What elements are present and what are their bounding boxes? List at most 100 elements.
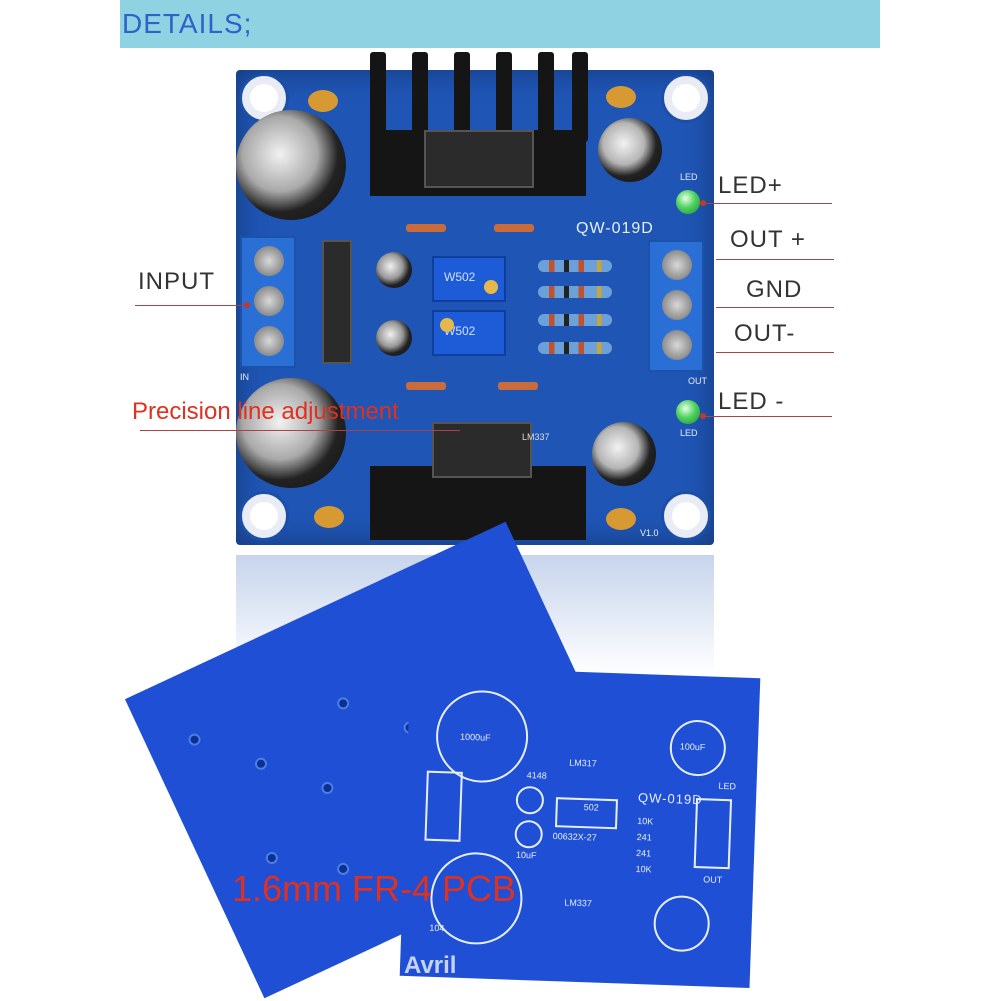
heatsink-fin [370,52,386,142]
ceramic-capacitor [606,86,636,108]
via [319,779,336,796]
led-plus-line [702,203,832,204]
reg-label: LM317 [569,757,597,769]
via [186,731,203,748]
input-annotation: INPUT [138,268,215,295]
via [263,850,280,866]
cap-label: 1000uF [459,731,491,743]
gnd-line [716,307,834,308]
input-annotation-line [135,305,247,306]
trimpot-label: W502 [444,270,476,284]
gnd-annotation: GND [746,276,803,303]
annotation-pointer [244,302,250,308]
mounting-hole [242,494,286,538]
out-silk: OUT [703,874,723,885]
regulator-label: LM337 [522,432,550,442]
trimpot: W502 [432,310,506,356]
resistor-label: 241 [636,831,652,843]
electrolytic-capacitor [598,118,662,182]
ceramic-capacitor [308,90,338,112]
terminal-screw [662,330,692,360]
precision-line [140,430,460,431]
trimpot: W502 [432,256,506,302]
terminal-screw [662,250,692,280]
diode [406,382,446,390]
out-minus-annotation: OUT- [734,320,796,347]
terminal-screw [254,326,284,356]
voltage-regulator-bottom [432,422,532,478]
page-title: DETAILS; [122,8,253,39]
resistor [538,314,612,326]
diode-label: 4148 [526,770,547,781]
cap-outline [652,894,711,953]
resistor-label: 10K [637,815,654,827]
assembled-pcb: LM337 W502 W502 LED LED QW-019D V1.0 IN … [236,52,714,545]
out-plus-annotation: OUT + [730,226,806,253]
header-banner [120,0,880,48]
small-capacitor [376,320,412,356]
resistor-label: 10K [635,863,652,875]
electrolytic-capacitor [236,378,346,488]
bare-board-model: QW-019D [637,790,703,808]
led-minus-annotation: LED - [718,388,785,415]
led-indicator-bottom [676,400,700,424]
board-model-label: QW-019D [576,220,654,237]
heatsink-bottom [370,466,586,540]
bare-pcb-front: 1000uF 100uF LM317 LM337 4148 10K 241 24… [399,665,761,989]
regulator-side [322,240,352,364]
electrolytic-capacitor [236,110,346,220]
output-terminal-block [648,240,704,372]
board-version: V1.0 [640,528,659,538]
led-minus-line [702,416,832,417]
watermark: Avril [404,952,457,979]
terminal-screw [662,290,692,320]
led-label: LED [680,172,698,182]
cap-104-label: 104 [429,922,445,934]
resistor-label: 241 [635,847,652,859]
silk-out-label: OUT [688,376,707,386]
cap-outline [514,819,544,849]
ceramic-capacitor [606,508,636,530]
via [252,755,269,772]
heatsink-fin [412,52,428,142]
led-silk: LED [718,780,737,792]
led-label: LED [680,428,698,438]
ceramic-capacitor [314,506,344,528]
resistor [538,260,612,272]
annotation-pointer [700,413,706,419]
led-indicator-top [676,190,700,214]
diode [494,224,534,232]
led-plus-annotation: LED+ [718,172,783,199]
trimpot-screw [440,318,454,332]
terminal-screw [254,246,284,276]
input-terminal-block [240,236,296,368]
mounting-hole [664,494,708,538]
resistor [538,286,612,298]
trimpot-screw [484,280,498,294]
pcb-caption: 1.6mm FR-4 PCB [232,868,517,909]
mounting-hole [664,76,708,120]
silk-in-label: IN [240,372,249,382]
reg-label: LM337 [564,897,593,909]
heatsink-fin [496,52,512,142]
heatsink-fin [538,52,554,142]
small-capacitor [376,252,412,288]
out-plus-line [716,259,834,260]
resistor [538,342,612,354]
terminal-outline [693,798,733,870]
cap-label: 100uF [679,741,706,753]
cap-outline [515,785,545,815]
trim-label: 502 [583,802,599,813]
diode [406,224,446,232]
voltage-regulator-top [424,130,534,188]
precision-annotation: Precision line adjustment [132,398,399,425]
diode [498,382,538,390]
heatsink-fin [454,52,470,142]
terminal-screw [254,286,284,316]
heatsink-fin [572,52,588,142]
electrolytic-capacitor [592,422,656,486]
trim-part-label: 00632X-27 [552,831,597,843]
cap-10uf-label: 10uF [515,849,537,861]
via [335,695,352,712]
out-minus-line [716,352,834,353]
